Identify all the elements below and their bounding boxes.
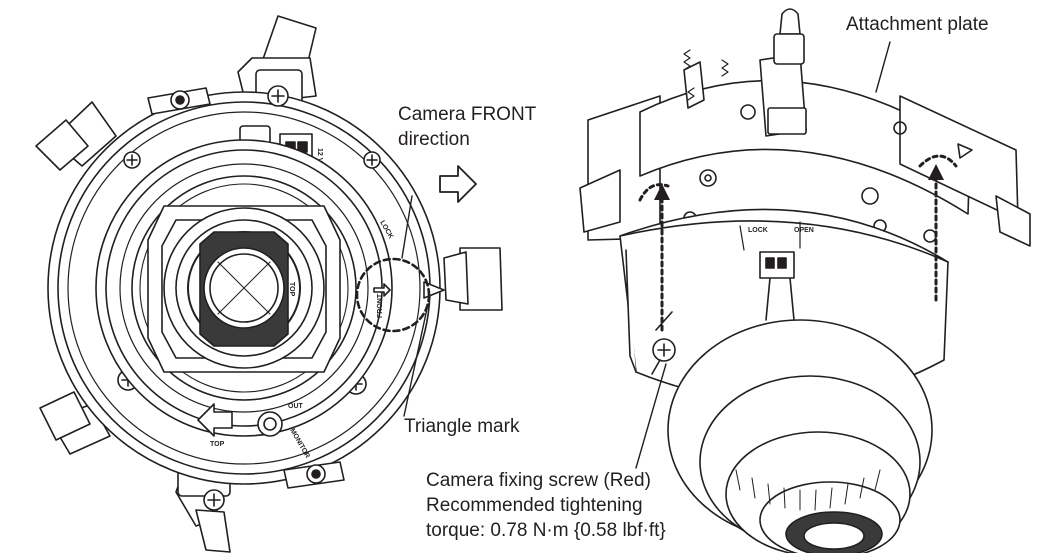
camera-fixing-screw (651, 311, 676, 375)
camera-front-label-line2: direction (398, 129, 470, 150)
front-marking: FRONT (377, 293, 384, 318)
right-outline-arrow-icon (439, 165, 477, 203)
out-marking: OUT (288, 403, 304, 410)
cable-clips (147, 87, 345, 489)
springs (683, 49, 729, 101)
screw-leader-line (635, 363, 667, 469)
lens: TOP (163, 207, 325, 369)
bottom-top-marking: TOP (210, 441, 225, 448)
open-marking: OPEN (794, 227, 814, 234)
triangle-mark-label: Triangle mark (404, 416, 520, 437)
housing-connector (759, 251, 795, 321)
camera-perspective-view: LOCK OPEN (579, 8, 1031, 558)
camera-front-label-line1: Camera FRONT (398, 104, 537, 125)
triangle-leader-line (403, 303, 429, 417)
front-leader-line (401, 195, 413, 259)
torque-label: torque: 0.78 N·m {0.58 lbf·ft} (426, 520, 666, 541)
voltage-marking: 12 V (316, 148, 323, 163)
tightening-label: Recommended tightening (426, 495, 643, 516)
lock-marking-right: LOCK (748, 227, 768, 234)
plate-leader-line (875, 41, 891, 93)
lens-top-marking: TOP (288, 282, 295, 297)
camera-top-view: 12 V TOP LOCK FRONT (35, 15, 503, 553)
camera-fixing-screw-label: Camera fixing screw (Red) (426, 470, 651, 491)
alignment-arrows (638, 154, 958, 332)
dome-lens (667, 319, 933, 558)
attachment-plate-label: Attachment plate (846, 14, 989, 35)
attachment-plate (579, 8, 1031, 247)
arrow-heads (654, 164, 944, 200)
plate-triangle-mark (957, 143, 973, 159)
lens-ribs (735, 469, 881, 511)
front-direction-callout (355, 257, 431, 333)
